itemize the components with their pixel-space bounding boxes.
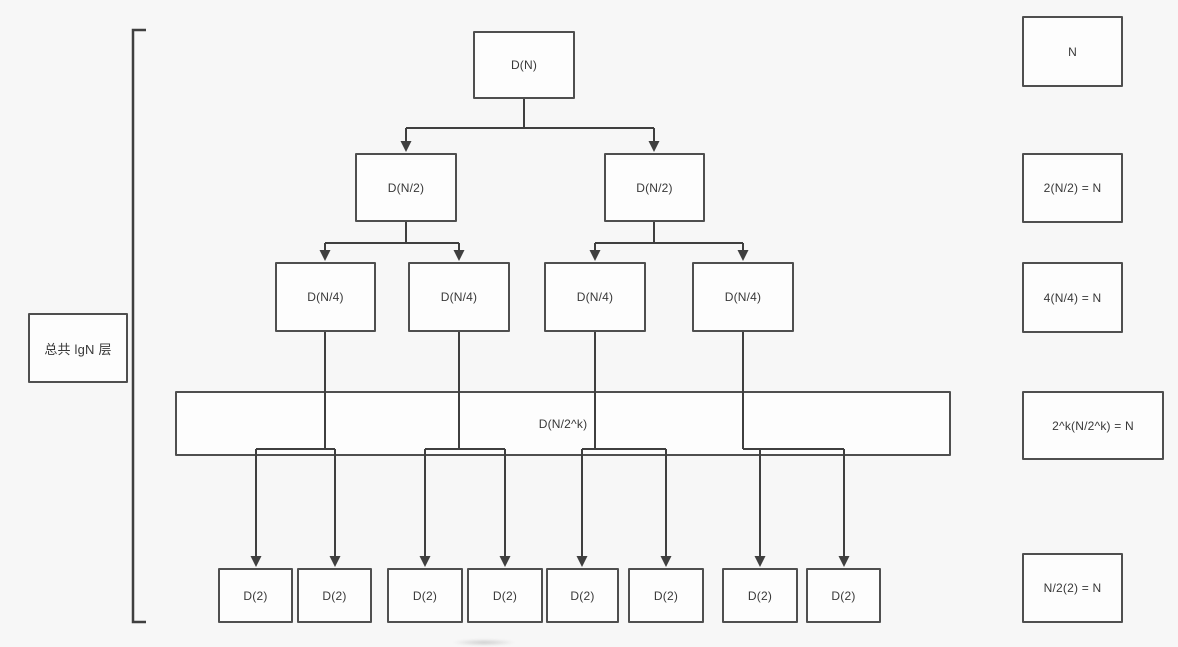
right-annotation-0: N bbox=[1022, 16, 1123, 87]
tree-leaf-6-label: D(2) bbox=[747, 588, 773, 603]
tree-node-level3-0-label: D(N/4) bbox=[307, 290, 344, 304]
tree-node-level3-1: D(N/4) bbox=[408, 262, 510, 332]
right-annotation-2: 4(N/4) = N bbox=[1022, 262, 1123, 333]
tree-node-level3-1-label: D(N/4) bbox=[440, 290, 478, 304]
arrowhead-icons bbox=[250, 141, 850, 567]
tree-leaf-3: D(2) bbox=[467, 568, 543, 623]
tree-node-level3-2: D(N/4) bbox=[544, 262, 646, 332]
right-annotation-2-label: 4(N/4) = N bbox=[1043, 290, 1102, 305]
right-annotation-1-label: 2(N/2) = N bbox=[1043, 181, 1102, 195]
tree-leaf-1-label: D(2) bbox=[322, 588, 347, 603]
right-annotation-1: 2(N/2) = N bbox=[1022, 153, 1123, 223]
tree-leaf-5: D(2) bbox=[628, 568, 704, 623]
tree-node-root-label: D(N) bbox=[510, 58, 538, 72]
tree-node-level2-1-label: D(N/2) bbox=[636, 180, 673, 195]
tree-leaf-5-label: D(2) bbox=[653, 588, 679, 603]
tree-leaf-4-label: D(2) bbox=[570, 588, 595, 603]
tree-leaf-0-label: D(2) bbox=[243, 588, 268, 603]
tree-node-level2-1: D(N/2) bbox=[604, 153, 705, 222]
tree-node-level2-0: D(N/2) bbox=[355, 153, 457, 222]
video-artifact-smudge bbox=[452, 639, 516, 646]
right-annotation-0-label: N bbox=[1068, 44, 1077, 59]
left-annotation-box: 总共 lgN 层 bbox=[28, 313, 128, 383]
right-annotation-4: N/2(2) = N bbox=[1022, 553, 1123, 623]
tree-node-level3-0: D(N/4) bbox=[275, 262, 376, 332]
tree-node-root: D(N) bbox=[473, 31, 575, 99]
left-annotation-label: 总共 lgN 层 bbox=[44, 341, 112, 357]
right-annotation-3-label: 2^k(N/2^k) = N bbox=[1052, 418, 1134, 433]
tree-node-level2-0-label: D(N/2) bbox=[387, 180, 425, 195]
tree-leaf-6: D(2) bbox=[722, 568, 798, 623]
right-annotation-3: 2^k(N/2^k) = N bbox=[1022, 391, 1164, 460]
tree-leaf-4: D(2) bbox=[546, 568, 619, 623]
tree-leaf-1: D(2) bbox=[297, 568, 372, 623]
tree-leaf-2-label: D(2) bbox=[412, 588, 438, 603]
tree-leaf-7-label: D(2) bbox=[831, 588, 856, 603]
tree-node-level3-3-label: D(N/4) bbox=[724, 290, 762, 304]
tree-leaf-3-label: D(2) bbox=[492, 588, 518, 603]
right-annotation-4-label: N/2(2) = N bbox=[1043, 581, 1102, 595]
tree-node-level3-3: D(N/4) bbox=[692, 262, 794, 332]
tree-leaf-2: D(2) bbox=[387, 568, 463, 623]
tree-node-merged-level-label: D(N/2^k) bbox=[538, 416, 588, 431]
tree-node-merged-level: D(N/2^k) bbox=[175, 391, 951, 456]
tree-leaf-7: D(2) bbox=[806, 568, 881, 623]
tree-node-level3-2-label: D(N/4) bbox=[576, 290, 614, 304]
tree-leaf-0: D(2) bbox=[218, 568, 293, 623]
